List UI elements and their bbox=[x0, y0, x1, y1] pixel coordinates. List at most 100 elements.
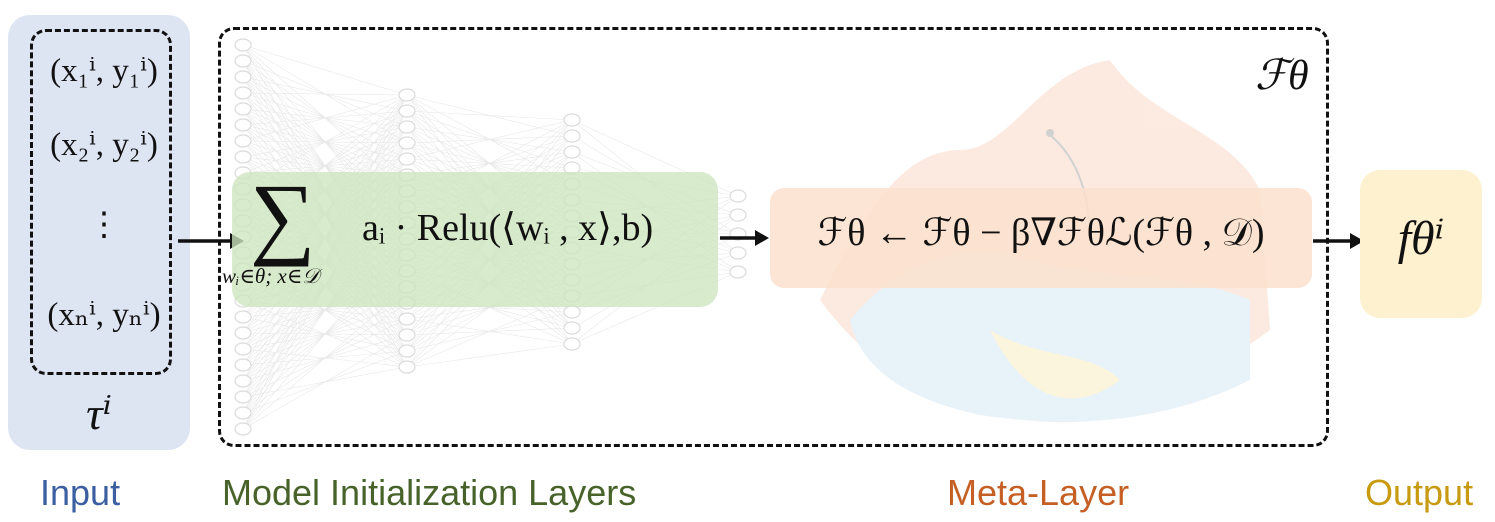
network-node bbox=[398, 344, 416, 358]
label-output: Output bbox=[1365, 472, 1474, 513]
initialization-formula-box bbox=[232, 172, 718, 307]
network-edge bbox=[242, 110, 408, 126]
network-edge bbox=[242, 348, 408, 368]
meta-layer-box bbox=[770, 188, 1312, 288]
network-edge bbox=[242, 44, 408, 192]
meta-update-formula: ℱθ ← ℱθ − β∇ℱθℒ(ℱθ , 𝒟) bbox=[817, 212, 1265, 254]
network-node bbox=[234, 38, 252, 52]
network-node bbox=[729, 265, 747, 279]
network-edge bbox=[242, 318, 408, 398]
network-edge bbox=[406, 94, 573, 137]
network-edge bbox=[242, 92, 408, 96]
model-region bbox=[218, 27, 1329, 447]
network-node bbox=[234, 150, 252, 164]
summation-subscript: wᵢ∈θ; x∈𝒟 bbox=[222, 264, 320, 288]
network-edge bbox=[242, 110, 408, 174]
sample-ellipsis: ⋮ bbox=[87, 207, 121, 243]
label-input: Input bbox=[40, 472, 121, 513]
input-panel bbox=[8, 15, 190, 450]
task-symbol: τⁱ bbox=[86, 388, 112, 439]
network-node bbox=[234, 102, 252, 116]
network-edge bbox=[242, 76, 408, 112]
network-edge bbox=[242, 126, 408, 158]
network-edge bbox=[406, 151, 573, 176]
output-box bbox=[1360, 170, 1482, 318]
network-edge bbox=[242, 60, 408, 176]
network-edge bbox=[242, 94, 408, 142]
sample-pair-2: (x₂ⁱ, y₂ⁱ) bbox=[50, 127, 158, 163]
network-edge bbox=[406, 311, 573, 352]
network-edge bbox=[242, 286, 408, 430]
arrow-head-2 bbox=[755, 230, 769, 246]
network-edge bbox=[406, 158, 573, 169]
network-node bbox=[729, 189, 747, 203]
network-node bbox=[398, 312, 416, 326]
network-edge bbox=[406, 110, 573, 169]
network-node bbox=[234, 134, 252, 148]
label-meta-layer: Meta-Layer bbox=[947, 472, 1130, 513]
network-edge bbox=[406, 119, 573, 160]
network-edge bbox=[242, 366, 408, 398]
region-function-symbol: ℱθ bbox=[1255, 53, 1309, 99]
network-node bbox=[729, 208, 747, 222]
output-function: fθⁱ bbox=[1397, 212, 1445, 265]
network-node bbox=[234, 326, 252, 340]
network-edge bbox=[406, 343, 573, 368]
network-node bbox=[234, 54, 252, 68]
network-edge bbox=[406, 126, 573, 153]
network-node bbox=[563, 305, 581, 319]
network-node bbox=[234, 342, 252, 356]
network-node bbox=[234, 390, 252, 404]
input-samples-box: (x₁ⁱ, y₁ⁱ) (x₂ⁱ, y₂ⁱ) ⋮ (xₙⁱ, yₙⁱ) bbox=[30, 29, 172, 375]
network-edge bbox=[242, 158, 408, 174]
network-edge bbox=[242, 350, 408, 366]
network-edge bbox=[406, 318, 573, 345]
network-edge bbox=[242, 140, 408, 144]
network-node bbox=[563, 113, 581, 127]
network-edge bbox=[406, 135, 573, 144]
network-node bbox=[563, 337, 581, 351]
network-node bbox=[398, 120, 416, 134]
network-edge bbox=[242, 108, 408, 128]
network-edge bbox=[242, 92, 408, 144]
network-node bbox=[234, 358, 252, 372]
network-edge bbox=[242, 124, 408, 160]
network-edge bbox=[406, 94, 573, 185]
network-edge bbox=[242, 60, 408, 128]
network-edge bbox=[242, 316, 408, 352]
network-node bbox=[234, 310, 252, 324]
network-node bbox=[234, 406, 252, 420]
network-node bbox=[398, 152, 416, 166]
network-edge bbox=[242, 350, 408, 414]
network-node bbox=[563, 321, 581, 335]
network-node bbox=[234, 86, 252, 100]
network-node bbox=[398, 136, 416, 150]
network-edge bbox=[406, 327, 573, 336]
network-edge bbox=[242, 44, 408, 96]
network-edge bbox=[242, 332, 408, 336]
summation-symbol: ∑ bbox=[250, 165, 316, 267]
network-node bbox=[563, 145, 581, 159]
network-edge bbox=[242, 302, 408, 414]
network-edge bbox=[242, 318, 408, 350]
network-edge bbox=[406, 295, 573, 368]
sample-pair-1: (x₁ⁱ, y₁ⁱ) bbox=[50, 53, 158, 89]
network-node bbox=[398, 360, 416, 374]
network-edge bbox=[242, 302, 408, 366]
initialization-formula: aᵢ · Relu(⟨wᵢ , x⟩,b) bbox=[362, 207, 654, 249]
network-node bbox=[398, 328, 416, 342]
sample-pair-n: (xₙⁱ, yₙⁱ) bbox=[47, 297, 161, 333]
network-node bbox=[234, 374, 252, 388]
network-node bbox=[563, 129, 581, 143]
network-edge bbox=[242, 300, 408, 368]
network-node bbox=[234, 422, 252, 436]
network-edge bbox=[242, 334, 408, 430]
network-edge bbox=[406, 110, 573, 121]
network-node bbox=[398, 88, 416, 102]
network-edge bbox=[242, 108, 408, 176]
network-node bbox=[234, 118, 252, 132]
network-node bbox=[398, 104, 416, 118]
network-node bbox=[234, 70, 252, 84]
network-node bbox=[729, 246, 747, 260]
label-model-initialization: Model Initialization Layers bbox=[222, 472, 637, 513]
